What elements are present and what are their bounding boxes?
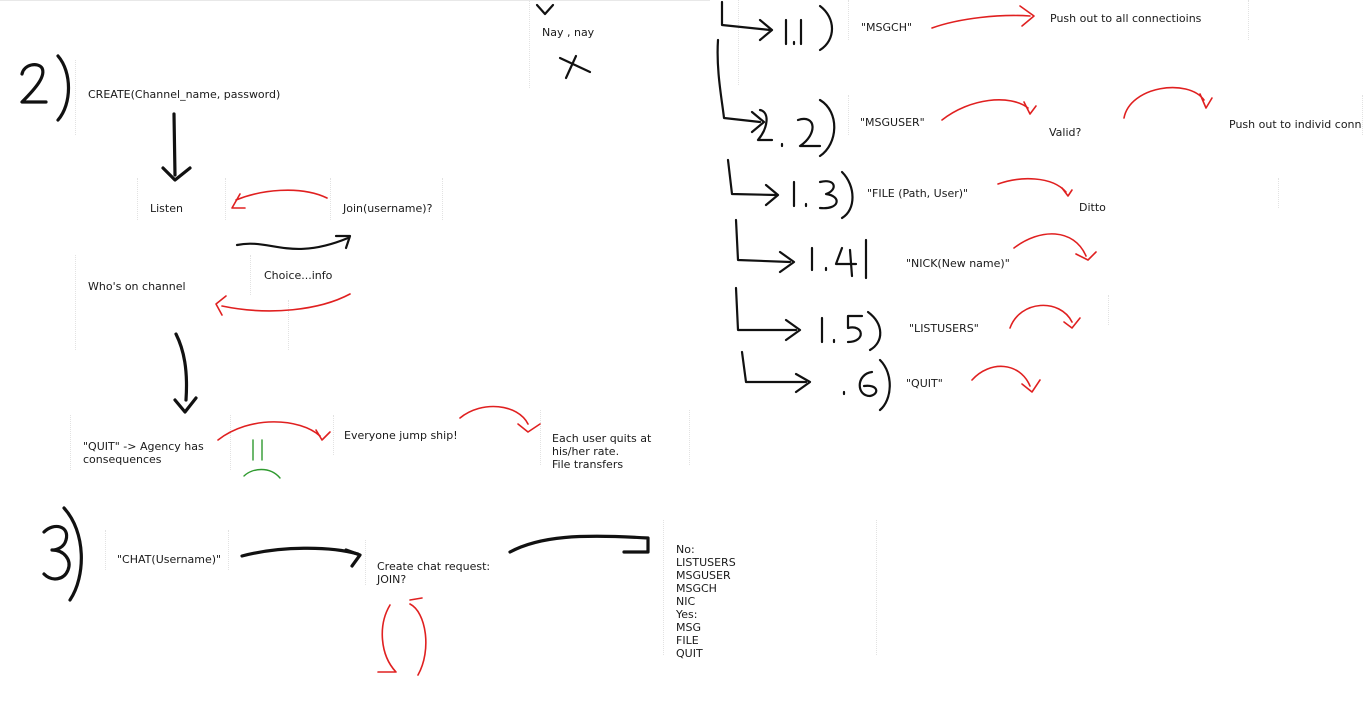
listusers-arrow bbox=[1009, 304, 1081, 329]
whos-to-quit-arrow bbox=[173, 332, 198, 414]
step-3-handwritten bbox=[42, 506, 83, 602]
choice-arrow bbox=[235, 234, 352, 251]
listen-label: Listen bbox=[150, 202, 183, 215]
msgch-arrow bbox=[931, 5, 1035, 29]
create-to-listen-arrow bbox=[161, 112, 192, 182]
valid-arrow bbox=[1123, 86, 1213, 119]
nick-arrow bbox=[1013, 233, 1097, 261]
nay-marks bbox=[535, 3, 592, 80]
everyone-jump-ship-label: Everyone jump ship! bbox=[344, 429, 458, 442]
whos-on-channel-label: Who's on channel bbox=[88, 280, 186, 293]
green-mark bbox=[243, 439, 281, 479]
msguser-label: "MSGUSER" bbox=[860, 116, 925, 129]
no-yes-options-label: No: LISTUSERS MSGUSER MSGCH NIC Yes: MSG… bbox=[676, 543, 736, 660]
handwritten-numbers bbox=[756, 4, 891, 412]
create-chat-request-label: Create chat request: JOIN? bbox=[377, 560, 491, 586]
quit-agency-label: "QUIT" -> Agency has consequences bbox=[83, 440, 204, 466]
everyone-to-each-user-arrow bbox=[459, 405, 541, 433]
each-user-quits-label: Each user quits at his/her rate. File tr… bbox=[552, 432, 652, 471]
file-arrow bbox=[997, 177, 1073, 197]
ditto-label: Ditto bbox=[1079, 201, 1106, 214]
choice-to-whos-arrow bbox=[215, 293, 351, 316]
push-individual-label: Push out to individ conn bbox=[1229, 118, 1362, 131]
quit-arrow bbox=[971, 365, 1041, 393]
listusers-label: "LISTUSERS" bbox=[909, 322, 979, 335]
quit-to-everyone-arrow bbox=[217, 421, 331, 441]
step-2-handwritten bbox=[20, 54, 70, 122]
file-label: "FILE (Path, User)" bbox=[867, 187, 969, 200]
create-label: CREATE(Channel_name, password) bbox=[88, 88, 281, 101]
push-all-label: Push out to all connectioins bbox=[1050, 12, 1202, 25]
valid-label: Valid? bbox=[1049, 126, 1082, 139]
join-label: Join(username)? bbox=[343, 202, 433, 215]
nick-label: "NICK(New name)" bbox=[906, 257, 1010, 270]
join-to-listen-arrow bbox=[231, 189, 328, 209]
chat-label: "CHAT(Username)" bbox=[117, 553, 222, 566]
create-to-options-arrow bbox=[508, 534, 650, 554]
choice-label: Choice...info bbox=[264, 269, 333, 282]
quit-label: "QUIT" bbox=[906, 377, 943, 390]
join-loop bbox=[377, 597, 427, 676]
msgch-label: "MSGCH" bbox=[861, 21, 913, 34]
chat-to-create-arrow bbox=[240, 546, 362, 568]
msguser-arrow bbox=[941, 99, 1037, 121]
command-tree bbox=[716, 0, 812, 394]
nay-label: Nay , nay bbox=[542, 26, 595, 39]
